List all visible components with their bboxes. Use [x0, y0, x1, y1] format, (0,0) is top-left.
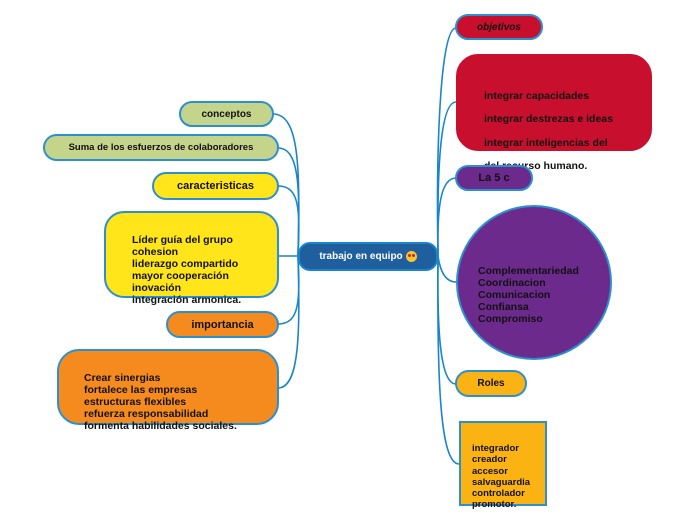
topic-suma-esfuerzos[interactable]: Suma de los esfuerzos de colaboradores — [43, 134, 279, 161]
importancia-list-text: Crear sinergias fortalece las empresas e… — [84, 372, 237, 432]
importancia-list[interactable]: Crear sinergias fortalece las empresas e… — [57, 349, 279, 432]
roles-list-text: integrador creador accesor salvaguardia … — [472, 443, 531, 511]
topic-importancia-label: importancia — [191, 318, 254, 331]
cinco-c-list[interactable]: Complementariedad Coordinacion Comunicac… — [456, 205, 612, 360]
topic-caracteristicas[interactable]: caracteristicas — [152, 172, 279, 200]
topic-importancia[interactable]: importancia — [166, 311, 279, 338]
topic-conceptos-label: conceptos — [201, 108, 252, 120]
caracteristicas-list-text: Líder guía del grupo cohesion liderazgo … — [132, 234, 242, 306]
caracteristicas-list[interactable]: Líder guía del grupo cohesion liderazgo … — [104, 211, 279, 306]
topic-suma-esfuerzos-label: Suma de los esfuerzos de colaboradores — [68, 142, 254, 153]
central-topic[interactable]: trabajo en equipo — [298, 242, 438, 271]
topic-cinco-c-label: La 5 c — [478, 172, 510, 184]
topic-cinco-c[interactable]: La 5 c — [455, 165, 533, 191]
objetivos-list-text: integrar capacidades integrar destrezas … — [484, 89, 613, 173]
topic-caracteristicas-label: caracteristicas — [176, 180, 255, 192]
topic-objetivos-label: objetivos — [477, 21, 521, 33]
topic-conceptos[interactable]: conceptos — [179, 101, 274, 127]
cinco-c-list-text: Complementariedad Coordinacion Comunicac… — [478, 265, 579, 325]
roles-list[interactable]: integrador creador accesor salvaguardia … — [459, 421, 547, 510]
topic-roles[interactable]: Roles — [455, 370, 527, 397]
topic-roles-label: Roles — [477, 378, 505, 389]
topic-objetivos[interactable]: objetivos — [455, 14, 543, 40]
objetivos-list[interactable]: integrar capacidades integrar destrezas … — [456, 54, 652, 172]
star-struck-emoji-icon — [405, 251, 417, 262]
central-topic-label: trabajo en equipo — [319, 251, 403, 262]
